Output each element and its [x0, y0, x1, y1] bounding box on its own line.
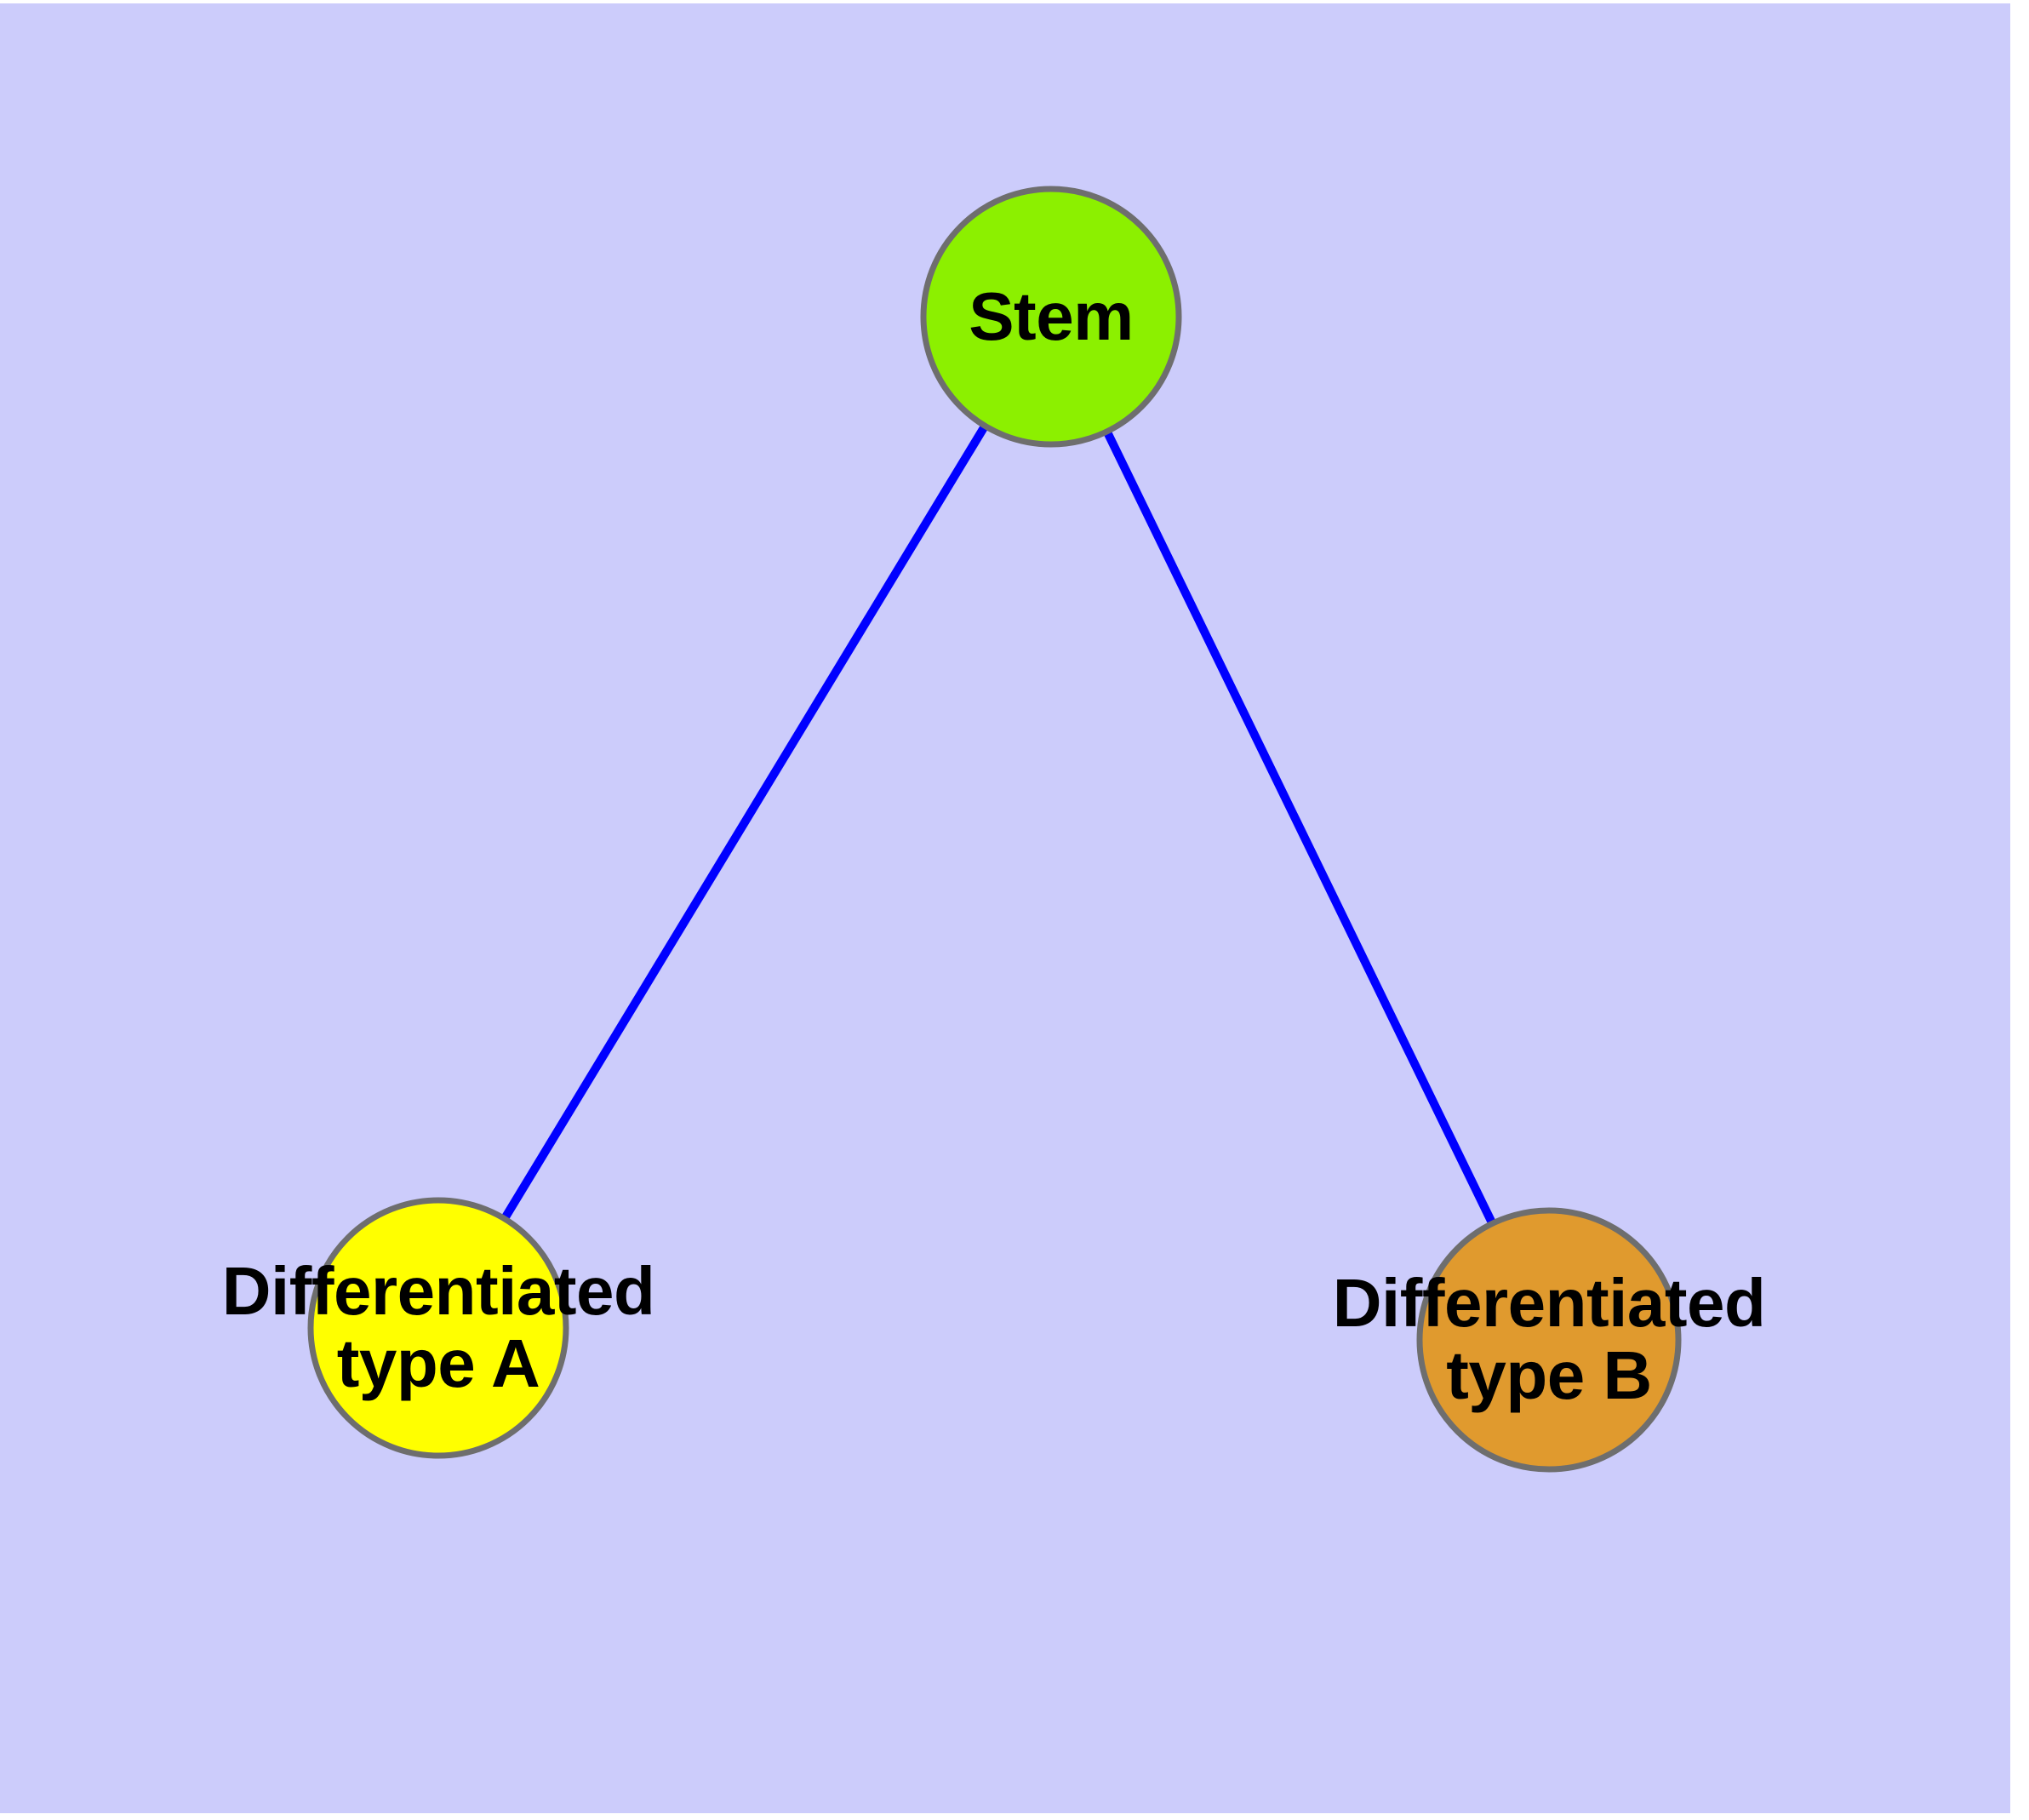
node-layer [307, 186, 1682, 1473]
diagram-plot-area: Stem Differentiated type A Differentiate… [0, 3, 2010, 1813]
edge-layer [500, 421, 1497, 1228]
graph-svg [307, 186, 1682, 1473]
node-differentiated-type-a[interactable] [307, 1197, 569, 1459]
edge-stem-to-differentiated-a[interactable] [500, 421, 990, 1223]
node-differentiated-type-b[interactable] [1416, 1207, 1682, 1473]
edge-stem-to-differentiated-b[interactable] [1102, 427, 1497, 1228]
node-stem[interactable] [920, 186, 1182, 448]
